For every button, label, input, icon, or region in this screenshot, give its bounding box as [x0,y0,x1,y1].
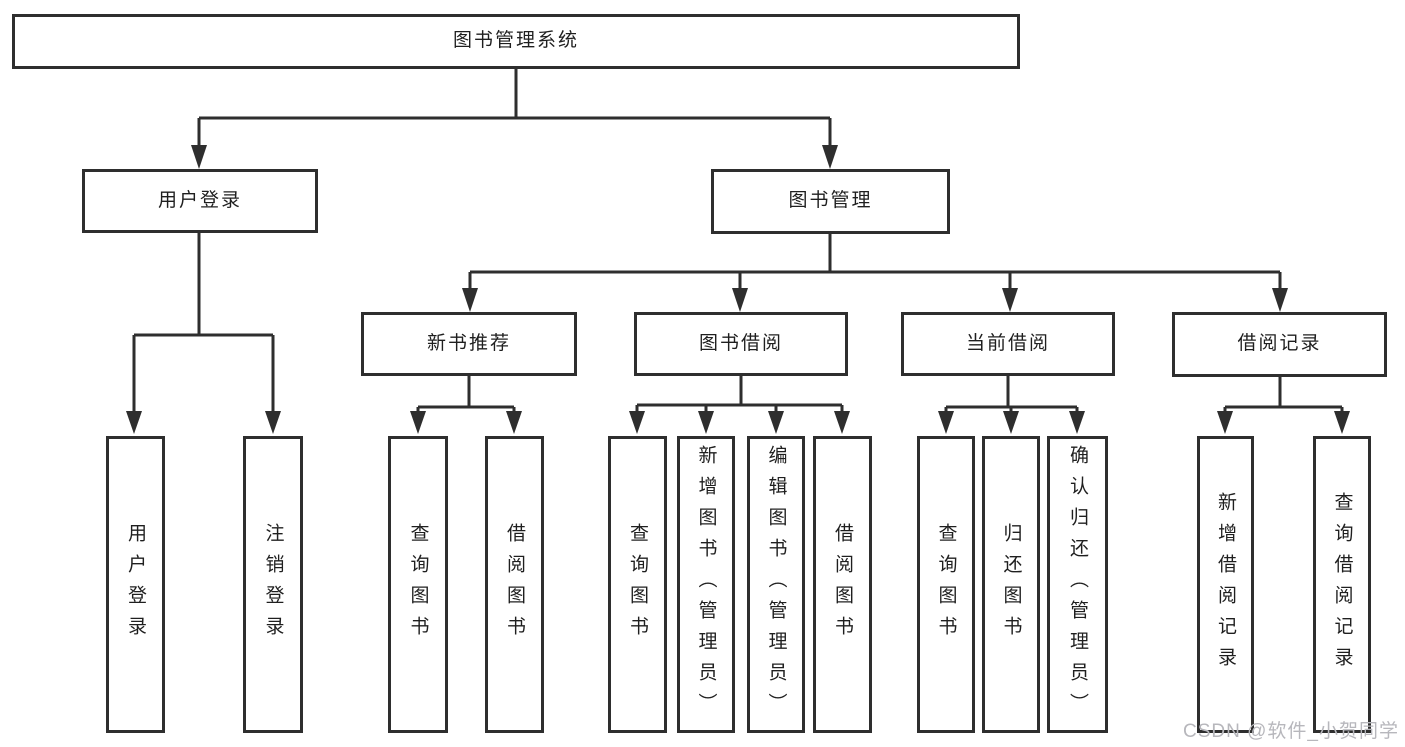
node-label: 新增借阅记录 [1215,491,1236,678]
connector-segments [132,69,1344,416]
leaf-logout: 注销登录 [243,436,303,733]
node-label: 编辑图书（管理员） [765,445,787,724]
node-user-login: 用户登录 [82,169,318,233]
node-label: 用户登录 [157,189,242,211]
node-root-library-system: 图书管理系统 [12,14,1020,69]
node-label: 查询图书 [407,522,429,647]
node-label: 图书管理 [788,190,873,212]
node-label: 确认归还（管理员） [1067,445,1088,724]
leaf-return-book: 归还图书 [982,436,1040,733]
watermark: CSDN @软件_小贺同学 [1183,721,1399,742]
node-label: 借阅记录 [1237,333,1322,355]
leaf-add-borrow-record: 新增借阅记录 [1197,436,1254,733]
node-label: 查询图书 [627,522,648,647]
node-label: 借阅图书 [504,522,525,647]
leaf-confirm-return-admin: 确认归还（管理员） [1047,436,1108,733]
node-current-borrowing: 当前借阅 [901,312,1115,376]
node-book-management: 图书管理 [711,169,950,234]
leaf-query-borrow-record: 查询借阅记录 [1313,436,1371,733]
node-label: 图书管理系统 [452,30,579,52]
node-label: 新增图书（管理员） [695,445,717,724]
node-label: 注销登录 [262,522,284,647]
node-label: 图书借阅 [698,332,783,354]
leaf-user-login: 用户登录 [106,436,165,733]
node-label: 借阅图书 [832,522,853,647]
leaf-edit-book-admin: 编辑图书（管理员） [747,436,805,733]
leaf-query-books-current: 查询图书 [917,436,975,733]
leaf-add-book-admin: 新增图书（管理员） [677,436,735,733]
node-new-book-recommend: 新书推荐 [361,312,577,376]
node-label: 当前借阅 [965,332,1050,354]
leaf-query-books-borrow: 查询图书 [608,436,667,733]
node-book-borrowing: 图书借阅 [634,312,848,376]
leaf-borrow-books: 借阅图书 [813,436,872,733]
node-label: 归还图书 [1000,522,1022,647]
node-borrowing-records: 借阅记录 [1172,312,1387,377]
leaf-borrow-books-recommend: 借阅图书 [485,436,544,733]
node-label: 用户登录 [125,522,146,647]
node-label: 新书推荐 [426,332,511,354]
node-label: 查询借阅记录 [1331,491,1353,678]
connector-arrowheads [126,145,1350,434]
node-label: 查询图书 [935,522,957,647]
leaf-query-books-recommend: 查询图书 [388,436,448,733]
